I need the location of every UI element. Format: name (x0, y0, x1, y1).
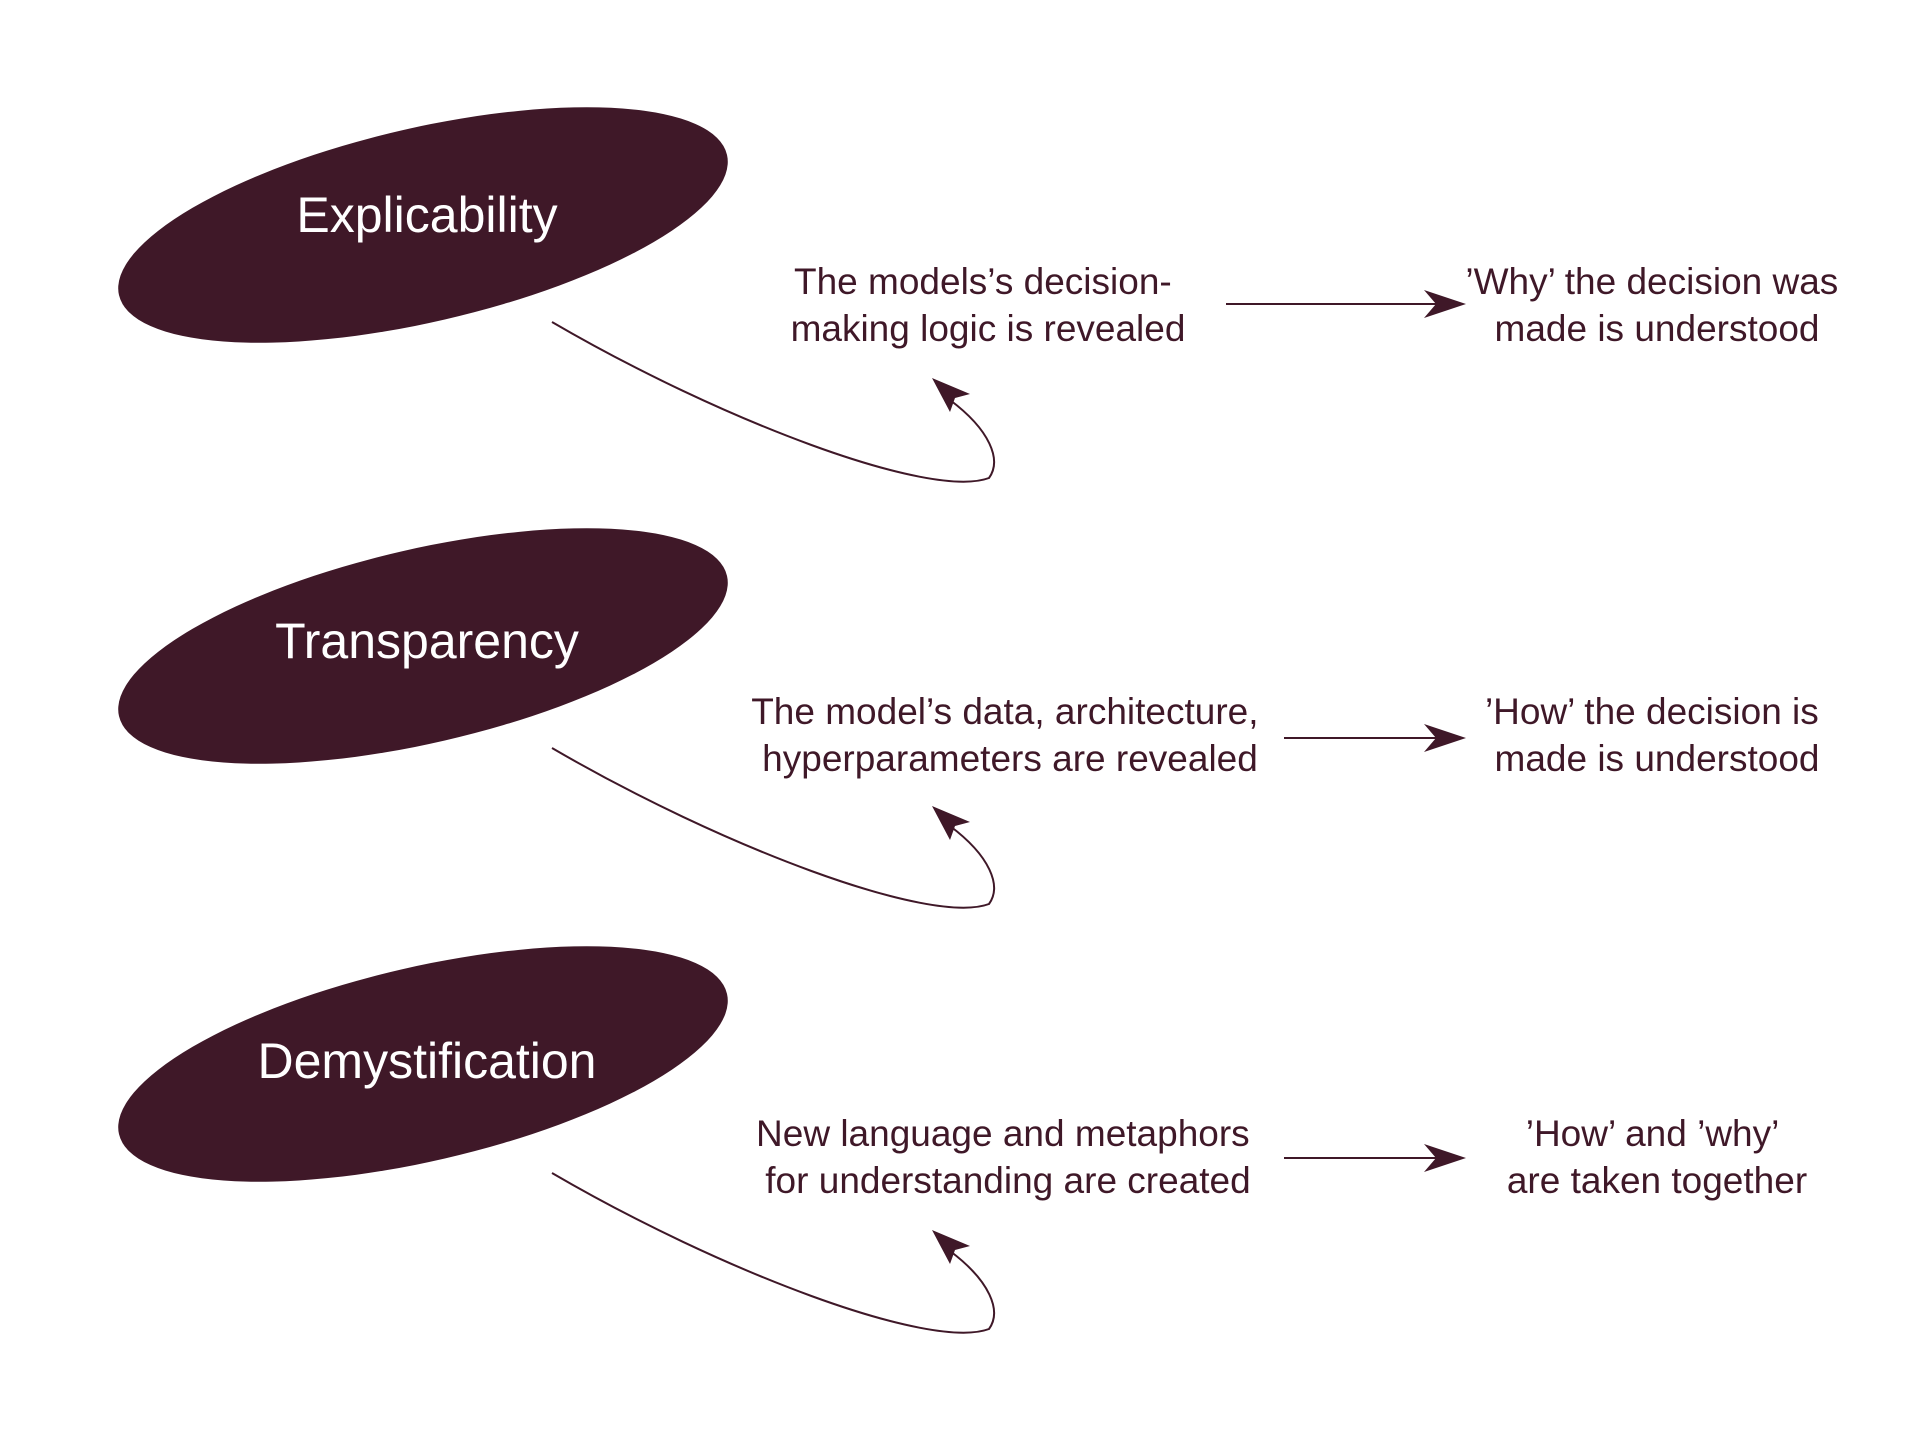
row-explicability: Explicability The models’s decision- mak… (118, 107, 1848, 483)
effect-text-transparency: The model’s data, architecture, hyperpar… (751, 691, 1269, 779)
concept-oval-explicability (118, 107, 728, 343)
effect-line-1: New language and metaphors (756, 1113, 1250, 1154)
row-demystification: Demystification New language and metapho… (118, 946, 1807, 1334)
effect-line-1: The models’s decision- (794, 261, 1172, 302)
effect-line-1: The model’s data, architecture, (751, 691, 1258, 732)
curved-arrowhead-explicability (932, 378, 970, 412)
concept-oval-demystification (118, 946, 728, 1182)
curved-arrowhead-transparency (932, 806, 970, 840)
effect-text-demystification: New language and metaphors for understan… (756, 1113, 1260, 1201)
effect-text-explicability: The models’s decision- making logic is r… (791, 261, 1186, 349)
effect-line-2: hyperparameters are revealed (762, 738, 1258, 779)
outcome-line-1: ’How’ and ’why’ (1526, 1113, 1778, 1154)
curved-arrowhead-demystification (932, 1230, 970, 1264)
row-transparency: Transparency The model’s data, architect… (118, 528, 1829, 909)
concept-label-transparency: Transparency (275, 613, 579, 669)
outcome-text-explicability: ’Why’ the decision was made is understoo… (1465, 261, 1848, 349)
curved-connector-transparency (551, 747, 995, 909)
outcome-line-1: ’How’ the decision is (1485, 691, 1819, 732)
outcome-line-2: made is understood (1495, 308, 1820, 349)
outcome-line-2: made is understood (1495, 738, 1820, 779)
outcome-line-2: are taken together (1507, 1160, 1807, 1201)
arrowhead-explicability (1424, 290, 1466, 318)
outcome-text-demystification: ’How’ and ’why’ are taken together (1507, 1113, 1807, 1201)
concept-label-explicability: Explicability (296, 187, 557, 243)
effect-line-2: for understanding are created (765, 1160, 1250, 1201)
curved-connector-demystification (551, 1172, 995, 1334)
arrowhead-demystification (1424, 1144, 1466, 1172)
curved-connector-explicability (551, 321, 995, 483)
concept-oval-transparency (118, 528, 728, 764)
outcome-line-1: ’Why’ the decision was (1465, 261, 1838, 302)
outcome-text-transparency: ’How’ the decision is made is understood (1485, 691, 1829, 779)
arrowhead-transparency (1424, 724, 1466, 752)
concept-label-demystification: Demystification (258, 1033, 597, 1089)
effect-line-2: making logic is revealed (791, 308, 1186, 349)
